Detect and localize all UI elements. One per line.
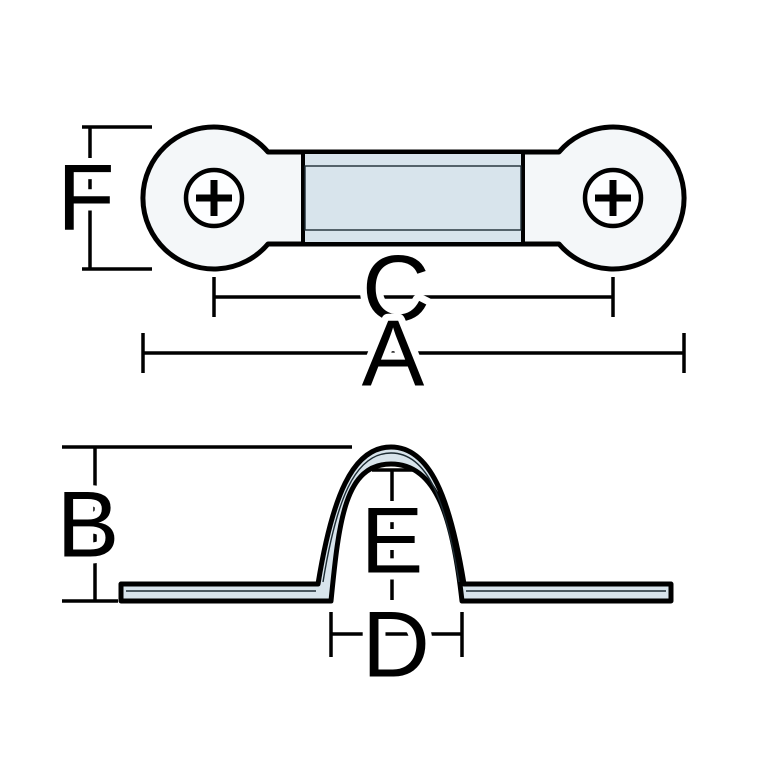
left-phillips-cross-icon	[196, 180, 232, 216]
side-view	[118, 444, 674, 604]
bridge-section	[301, 150, 525, 246]
dimension-c	[212, 277, 615, 317]
dim-c-lines	[212, 277, 615, 317]
dim-b-lines	[62, 445, 352, 603]
dim-label-c: C	[362, 236, 430, 341]
dimension-b	[62, 445, 352, 603]
top-view	[140, 124, 687, 272]
dim-d-lines	[329, 612, 464, 657]
dim-a-lines	[141, 333, 686, 373]
dim-label-d: D	[362, 592, 430, 697]
dim-e-lines	[372, 468, 413, 600]
dimension-d	[329, 612, 464, 657]
arch-shade-line	[322, 452, 460, 583]
dim-label-e: E	[361, 488, 424, 593]
dim-label-f: F	[57, 145, 114, 250]
dimension-f	[82, 125, 152, 271]
dimension-e	[372, 468, 413, 600]
saddle-profile	[118, 444, 674, 604]
dim-f-lines	[82, 125, 152, 271]
right-screw	[582, 167, 644, 229]
right-phillips-cross-icon	[595, 180, 631, 216]
left-screw	[183, 167, 245, 229]
dimension-a	[141, 333, 686, 373]
dim-label-a: A	[362, 301, 425, 406]
bridge-top-face	[304, 165, 522, 231]
dim-label-b: B	[57, 472, 120, 577]
